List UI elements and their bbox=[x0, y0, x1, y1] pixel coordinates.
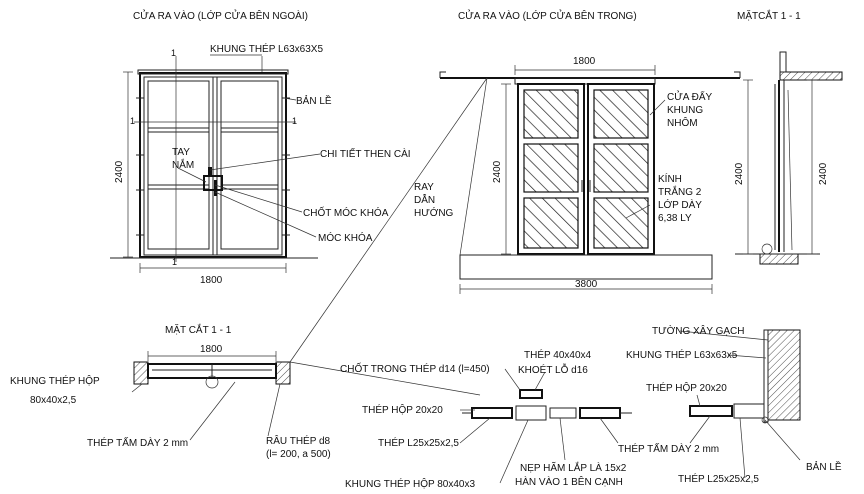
label-rail-2: DẪN bbox=[414, 193, 435, 206]
label-handle-2: NẮM bbox=[172, 158, 194, 171]
inner-dimension-lines bbox=[459, 65, 713, 294]
label-sliding-door-3: NHÔM bbox=[667, 116, 698, 129]
label-steel-40-2: KHOÉT LỖ d16 bbox=[518, 363, 588, 376]
outer-width-dimension: 1800 bbox=[200, 275, 223, 286]
vertical-section bbox=[735, 51, 843, 265]
label-box-frame-80: KHUNG THÉP HỘP 80x40x3 bbox=[345, 477, 475, 490]
title-outer-elevation: CỬA RA VÀO (LỚP CỬA BÊN NGOÀI) bbox=[133, 9, 308, 22]
cut-mark-right: 1 bbox=[292, 116, 297, 126]
outer-dimension-lines bbox=[123, 71, 287, 273]
label-box-frame-2: 80x40x2,5 bbox=[30, 395, 77, 406]
inner-leader-lines bbox=[625, 99, 666, 219]
label-glass-1: KÍNH bbox=[658, 172, 682, 185]
label-strip-2: HÀN VÀO 1 BÊN CẠNH bbox=[515, 475, 623, 488]
label-latch-detail: CHI TIẾT THEN CÀI bbox=[320, 147, 411, 160]
label-anchor-1: RÂU THÉP d8 bbox=[266, 434, 331, 447]
inner-door-elevation bbox=[439, 71, 741, 280]
inner-base-dimension: 3800 bbox=[575, 279, 598, 290]
inner-height-dimension: 2400 bbox=[492, 160, 503, 183]
label-box-20-right: THÉP HỘP 20x20 bbox=[646, 381, 727, 394]
label-sliding-door-2: KHUNG bbox=[667, 105, 703, 116]
label-box-20-left: THÉP HỘP 20x20 bbox=[362, 403, 443, 416]
label-sliding-door-1: CỬA ĐẨY bbox=[667, 90, 713, 103]
cut-mark-bottom: 1 bbox=[172, 257, 177, 267]
plan-width-dimension: 1800 bbox=[200, 344, 223, 355]
label-glass-4: 6,38 LY bbox=[658, 213, 692, 224]
title-inner-elevation: CỬA RA VÀO (LỚP CỬA BÊN TRONG) bbox=[458, 9, 637, 22]
label-hinge-right: BẢN LỀ bbox=[806, 460, 842, 473]
label-inner-pin: CHỐT TRONG THÉP d14 (l=450) bbox=[340, 361, 490, 375]
label-strip-1: NẸP HÃM LẮP LÀ 15x2 bbox=[520, 461, 627, 474]
cut-mark-left: 1 bbox=[130, 116, 135, 126]
title-section-right: MẶTCẮT 1 - 1 bbox=[737, 9, 801, 22]
section-height-dimension-left: 2400 bbox=[734, 162, 745, 185]
plan-section bbox=[131, 77, 488, 441]
label-rail-1: RAY bbox=[414, 182, 434, 193]
label-box-frame-1: KHUNG THÉP HỘP bbox=[10, 374, 100, 387]
label-handle-1: TAY bbox=[172, 147, 190, 158]
label-hinge: BẢN LỀ bbox=[296, 94, 332, 107]
outer-height-dimension: 2400 bbox=[114, 160, 125, 183]
label-angle-right: THÉP L25x25x2,5 bbox=[678, 472, 759, 485]
inner-width-dimension: 1800 bbox=[573, 56, 596, 67]
label-anchor-2: (l= 200, a 500) bbox=[266, 449, 331, 460]
label-glass-3: LỚP DÀY bbox=[658, 198, 702, 211]
section-height-dimension-right: 2400 bbox=[818, 162, 829, 185]
label-steel-40-1: THÉP 40x40x4 bbox=[524, 348, 592, 361]
label-frame-steel: KHUNG THÉP L63x63X5 bbox=[210, 42, 323, 55]
cut-mark-top: 1 bbox=[171, 48, 176, 58]
label-angle-left: THÉP L25x25x2,5 bbox=[378, 436, 459, 449]
label-rail-3: HƯỚNG bbox=[414, 206, 454, 219]
label-hook-pin: CHỐT MÓC KHÓA bbox=[303, 205, 389, 219]
label-plate-right: THÉP TẤM DÀY 2 mm bbox=[618, 442, 719, 455]
label-steel-plate: THÉP TẤM DÀY 2 mm bbox=[87, 436, 188, 449]
label-hook-lock: MÓC KHÓA bbox=[318, 231, 373, 244]
outer-leader-lines bbox=[177, 54, 321, 238]
outer-door-elevation bbox=[110, 56, 318, 262]
title-section-bottom: MẶT CẮT 1 - 1 bbox=[165, 323, 232, 336]
label-glass-2: TRẮNG 2 bbox=[658, 185, 702, 198]
label-brick-wall: TƯỜNG XÂY GẠCH bbox=[652, 324, 745, 337]
label-frame-right: KHUNG THÉP L63x63x5 bbox=[626, 348, 738, 361]
latch-hinge-detail bbox=[459, 329, 801, 484]
